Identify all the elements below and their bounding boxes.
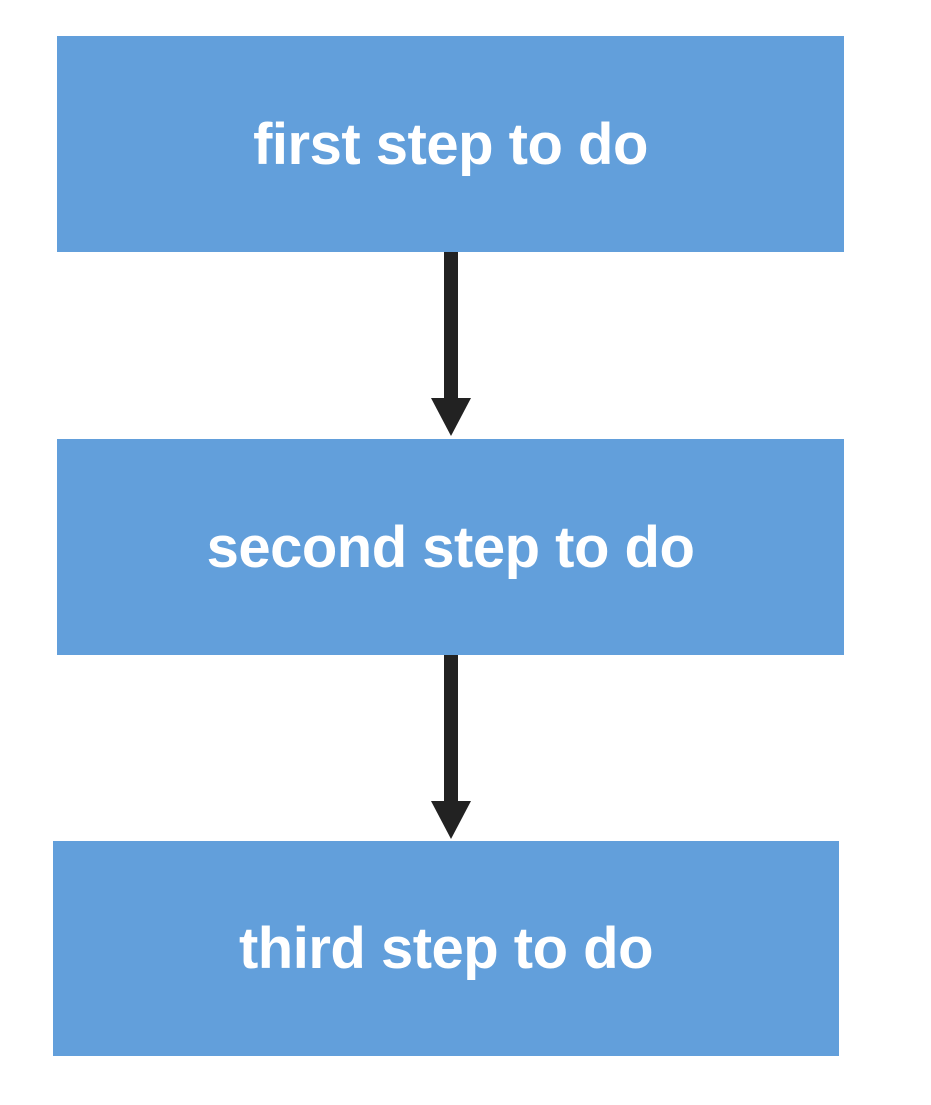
step-label-second: second step to do	[206, 514, 695, 580]
step-box-second: second step to do	[57, 439, 844, 655]
step-label-third: third step to do	[238, 916, 654, 981]
arrow-down-icon	[431, 252, 471, 436]
step-box-first: first step to do	[57, 36, 844, 252]
arrow-down-icon	[431, 655, 471, 839]
step-box-third: third step to do	[53, 841, 839, 1056]
step-label-first: first step to do	[253, 111, 648, 177]
